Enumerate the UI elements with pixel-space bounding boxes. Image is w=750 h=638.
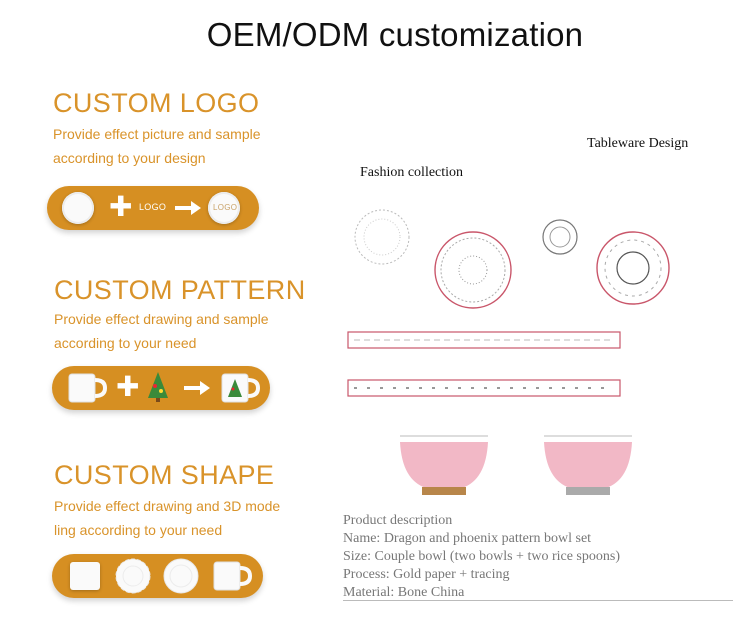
tableware-design-drawing — [347, 209, 670, 495]
custom-shape-desc-line-2: ling according to your need — [54, 522, 223, 538]
arrow-right-icon — [184, 381, 210, 395]
pattern-strip-2 — [347, 379, 621, 397]
product-line-1: Product description — [343, 513, 453, 528]
logo-text: LOGO — [139, 202, 167, 212]
logo-plate-text: LOGO — [213, 203, 238, 212]
custom-logo-desc-line-2: according to your design — [53, 150, 206, 166]
square-plate-icon — [70, 562, 100, 590]
divider — [343, 600, 733, 601]
cup-icon — [213, 561, 253, 591]
custom-shape-desc-line-1: Provide effect drawing and 3D mode — [54, 498, 281, 514]
pattern-sketch — [354, 209, 410, 265]
fashion-collection-label: Fashion collection — [360, 165, 464, 180]
custom-pattern-heading: CUSTOM PATTERN — [54, 275, 306, 305]
custom-logo-desc: Provide effect picture and sample accord… — [53, 122, 261, 170]
bowl-drawing-2 — [544, 442, 632, 488]
round-plate-icon — [163, 558, 199, 594]
custom-shape-desc: Provide effect drawing and 3D mode ling … — [54, 494, 280, 542]
product-description: Product description Name: Dragon and pho… — [343, 512, 620, 602]
product-line-4: Process: Gold paper + tracing — [343, 567, 510, 582]
decorated-mug-icon — [221, 373, 260, 403]
bowl-drawing-1 — [400, 442, 488, 488]
custom-shape-heading: CUSTOM SHAPE — [54, 460, 275, 490]
custom-logo-desc-line-1: Provide effect picture and sample — [53, 126, 261, 142]
plate-drawing-3 — [596, 231, 670, 305]
christmas-tree-icon — [148, 372, 168, 402]
plate-drawing-2 — [542, 219, 578, 255]
product-line-2: Name: Dragon and phoenix pattern bowl se… — [343, 531, 592, 546]
logo-plate-icon: LOGO — [208, 192, 240, 224]
plus-icon: ✚ — [109, 191, 133, 222]
custom-pattern-desc: Provide effect drawing and sample accord… — [54, 307, 269, 355]
custom-logo-heading: CUSTOM LOGO — [53, 88, 260, 118]
custom-pattern-desc-line-1: Provide effect drawing and sample — [54, 311, 269, 327]
product-line-3: Size: Couple bowl (two bowls + two rice … — [343, 549, 620, 564]
pattern-strip-1 — [347, 331, 621, 349]
tableware-design-label: Tableware Design — [587, 136, 689, 151]
custom-pattern-desc-line-2: according to your need — [54, 335, 197, 351]
custom-logo-pill: ✚ LOGO LOGO — [47, 186, 259, 230]
custom-pattern-pill: ✚ — [52, 366, 270, 410]
custom-shape-pill — [52, 554, 263, 598]
product-line-5: Material: Bone China — [343, 585, 465, 600]
plate-drawing-1 — [434, 231, 512, 309]
arrow-right-icon — [175, 201, 201, 215]
mug-icon — [68, 373, 107, 403]
scalloped-plate-icon — [115, 558, 151, 594]
plate-icon — [62, 192, 94, 224]
page-title: OEM/ODM customization — [206, 16, 584, 53]
plus-icon: ✚ — [116, 371, 140, 402]
